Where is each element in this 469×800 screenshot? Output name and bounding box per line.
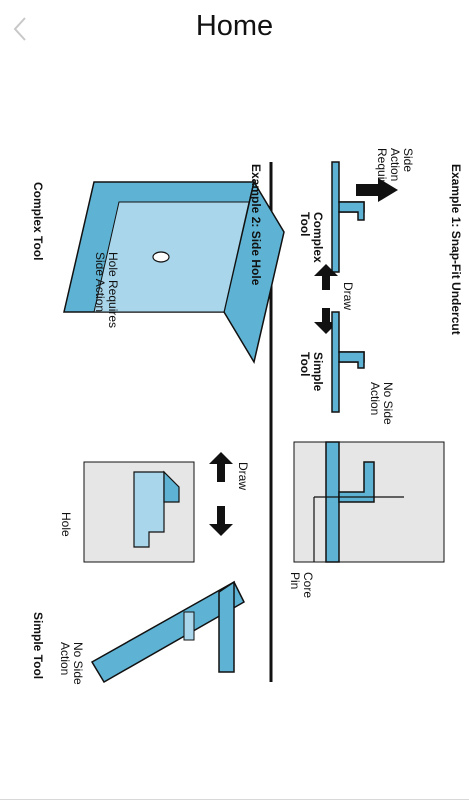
back-chevron-icon[interactable] [6,12,34,46]
draw-label: Draw [341,282,355,311]
hole-label: Hole [59,512,73,537]
page-title: Home [195,10,274,42]
complex-tool-label-2: Complex Tool [31,182,45,261]
draw-arrow-left [314,264,338,276]
core-pin-part [325,441,340,563]
nav-bar: Home [0,0,469,56]
example1-title: Example 1: Snap-Fit Undercut [449,164,463,335]
simple-tool-lshape [90,580,245,684]
complex-tool-hook [338,201,365,221]
simple-tool-label-2: Simple Tool [31,612,45,680]
diagram-graphics [63,161,445,684]
side-action-arrowhead [378,178,398,202]
simple-slot [183,611,195,641]
side-hole [152,251,170,263]
complex-box-inner [93,201,250,313]
side-action-arrow-shaft [356,184,378,196]
draw-label-2: Draw [236,462,250,491]
example2-title: Example 2: Side Hole [249,164,263,286]
